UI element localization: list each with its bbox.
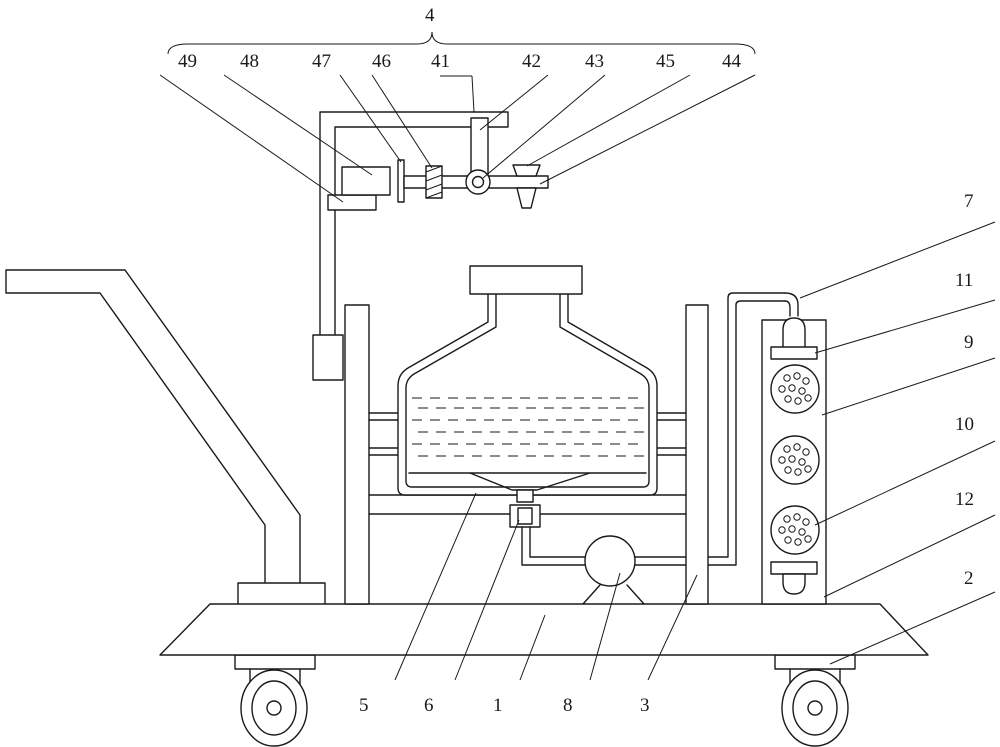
wheel-left <box>234 654 316 747</box>
leader-lines <box>159 31 996 681</box>
label-12: 12 <box>955 489 974 510</box>
label-43: 43 <box>585 51 604 72</box>
label-7: 7 <box>964 191 974 212</box>
filter-column <box>761 317 827 605</box>
label-4: 4 <box>425 5 435 26</box>
filter-element-bottom <box>770 505 820 555</box>
label-46: 46 <box>372 51 391 72</box>
label-8: 8 <box>563 695 573 716</box>
base-platform <box>159 603 929 656</box>
label-3: 3 <box>640 695 650 716</box>
label-11: 11 <box>955 270 973 291</box>
label-49: 49 <box>178 51 197 72</box>
wheel-right <box>774 654 856 747</box>
label-48: 48 <box>240 51 259 72</box>
label-47: 47 <box>312 51 331 72</box>
filter-element-top <box>770 364 820 414</box>
label-5: 5 <box>359 695 369 716</box>
part-labels: 4 49 48 47 46 41 42 43 45 44 7 11 9 10 1… <box>178 5 974 716</box>
label-45: 45 <box>656 51 675 72</box>
push-handle <box>5 269 326 606</box>
pump <box>582 535 645 605</box>
label-2: 2 <box>964 568 974 589</box>
label-44: 44 <box>722 51 742 72</box>
label-10: 10 <box>955 414 974 435</box>
spray-mechanism <box>312 111 549 381</box>
label-6: 6 <box>424 695 434 716</box>
label-42: 42 <box>522 51 541 72</box>
label-41: 41 <box>431 51 450 72</box>
label-9: 9 <box>964 332 974 353</box>
liquid-tank <box>397 265 658 496</box>
outlet-valve <box>509 489 541 528</box>
filter-element-middle <box>770 435 820 485</box>
pump-pipes <box>521 292 799 566</box>
label-1: 1 <box>493 695 503 716</box>
